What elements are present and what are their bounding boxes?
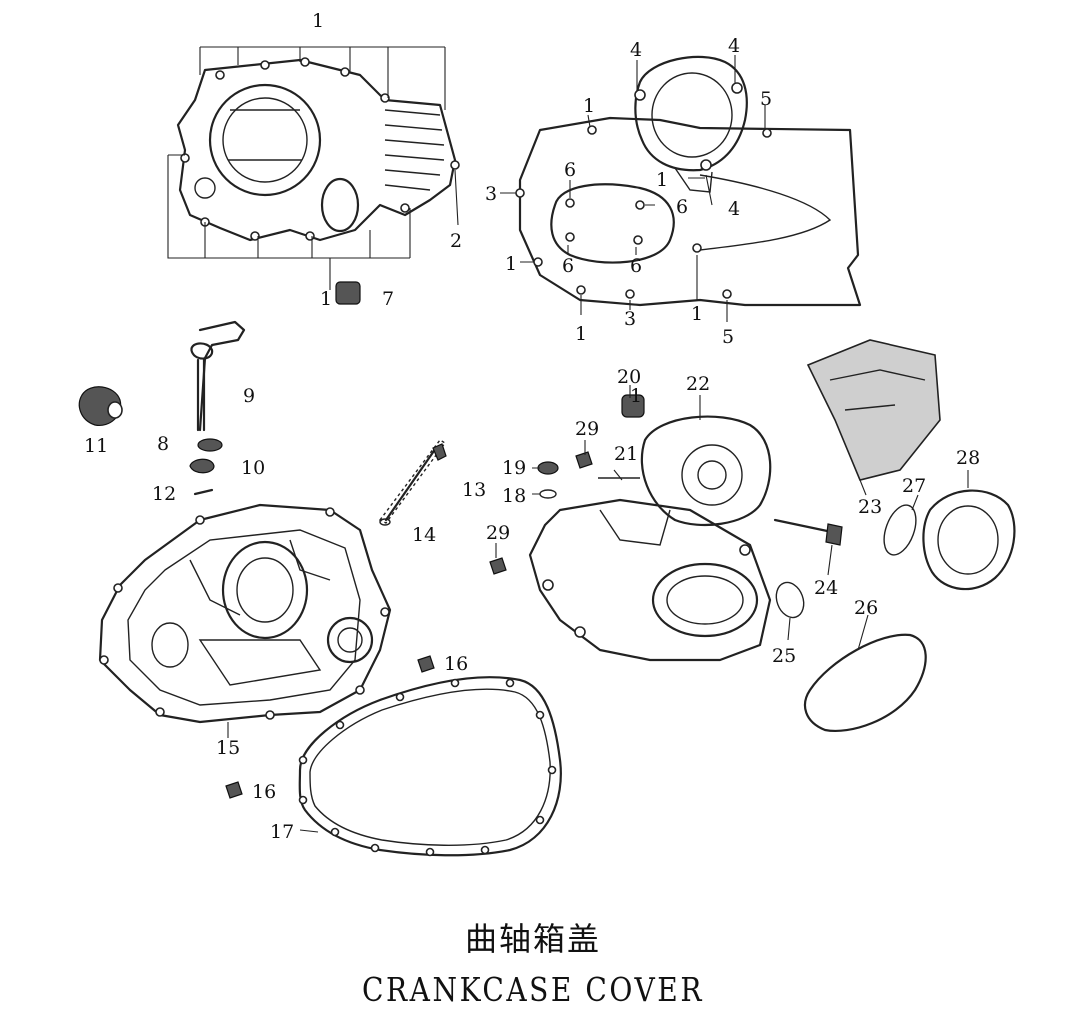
callout-7: 7 bbox=[382, 288, 394, 310]
callout-23: 23 bbox=[858, 496, 882, 518]
crankcase-housing-drawing bbox=[98, 503, 392, 738]
callout-4a: 4 bbox=[630, 39, 642, 61]
callout-1d: 1 bbox=[656, 169, 668, 191]
crankcase-cover-right-drawing bbox=[500, 55, 862, 322]
gasket-and-dowels-drawing bbox=[225, 655, 562, 857]
callout-16b: 16 bbox=[252, 781, 276, 803]
callout-6a: 6 bbox=[564, 159, 576, 181]
crankcase-cover-assembly-drawing bbox=[489, 339, 1016, 732]
callout-1g: 1 bbox=[691, 303, 703, 325]
callout-2: 2 bbox=[450, 230, 462, 252]
small-parts-left-drawing bbox=[78, 320, 447, 526]
callout-5a: 5 bbox=[760, 88, 772, 110]
callout-10: 10 bbox=[241, 457, 265, 479]
callout-27: 27 bbox=[902, 475, 926, 497]
callout-29b: 29 bbox=[486, 522, 510, 544]
callout-3a: 3 bbox=[485, 183, 497, 205]
callout-25: 25 bbox=[772, 645, 796, 667]
callout-1f: 1 bbox=[575, 323, 587, 345]
callout-24: 24 bbox=[814, 577, 838, 599]
callout-12: 12 bbox=[152, 483, 176, 505]
callout-15: 15 bbox=[216, 737, 240, 759]
callout-17: 17 bbox=[270, 821, 294, 843]
callout-28: 28 bbox=[956, 447, 980, 469]
diagram-title-chinese: 曲轴箱盖 bbox=[464, 920, 601, 958]
callout-16a: 16 bbox=[444, 653, 468, 675]
callout-1h: 1 bbox=[630, 385, 642, 407]
callout-22: 22 bbox=[686, 373, 710, 395]
callout-11: 11 bbox=[84, 435, 108, 457]
callout-6c: 6 bbox=[562, 255, 574, 277]
callout-21: 21 bbox=[614, 443, 638, 465]
callout-29a: 29 bbox=[575, 418, 599, 440]
callout-8: 8 bbox=[157, 433, 169, 455]
crankcase-cover-left-drawing bbox=[167, 46, 460, 305]
callout-9: 9 bbox=[243, 385, 255, 407]
callout-20: 20 bbox=[617, 366, 641, 388]
callout-1b: 1 bbox=[320, 288, 332, 310]
callout-6b: 6 bbox=[676, 196, 688, 218]
callout-1c: 1 bbox=[583, 95, 595, 117]
callout-18: 18 bbox=[502, 485, 526, 507]
callout-labels: 1 2 1 7 4 4 5 1 6 3 1 6 4 6 6 1 1 3 1 5 … bbox=[84, 10, 980, 843]
callout-13: 13 bbox=[462, 479, 486, 501]
callout-4c: 4 bbox=[728, 198, 740, 220]
callout-26: 26 bbox=[854, 597, 878, 619]
callout-19: 19 bbox=[502, 457, 526, 479]
diagram-title-english: CRANKCASE COVER bbox=[362, 970, 704, 1009]
callout-1a: 1 bbox=[312, 10, 324, 32]
callout-3b: 3 bbox=[624, 308, 636, 330]
callout-6d: 6 bbox=[630, 255, 642, 277]
callout-4b: 4 bbox=[728, 35, 740, 57]
gasket-holes bbox=[298, 678, 557, 857]
callout-5b: 5 bbox=[722, 326, 734, 348]
callout-1e: 1 bbox=[505, 253, 517, 275]
callout-14: 14 bbox=[412, 524, 436, 546]
